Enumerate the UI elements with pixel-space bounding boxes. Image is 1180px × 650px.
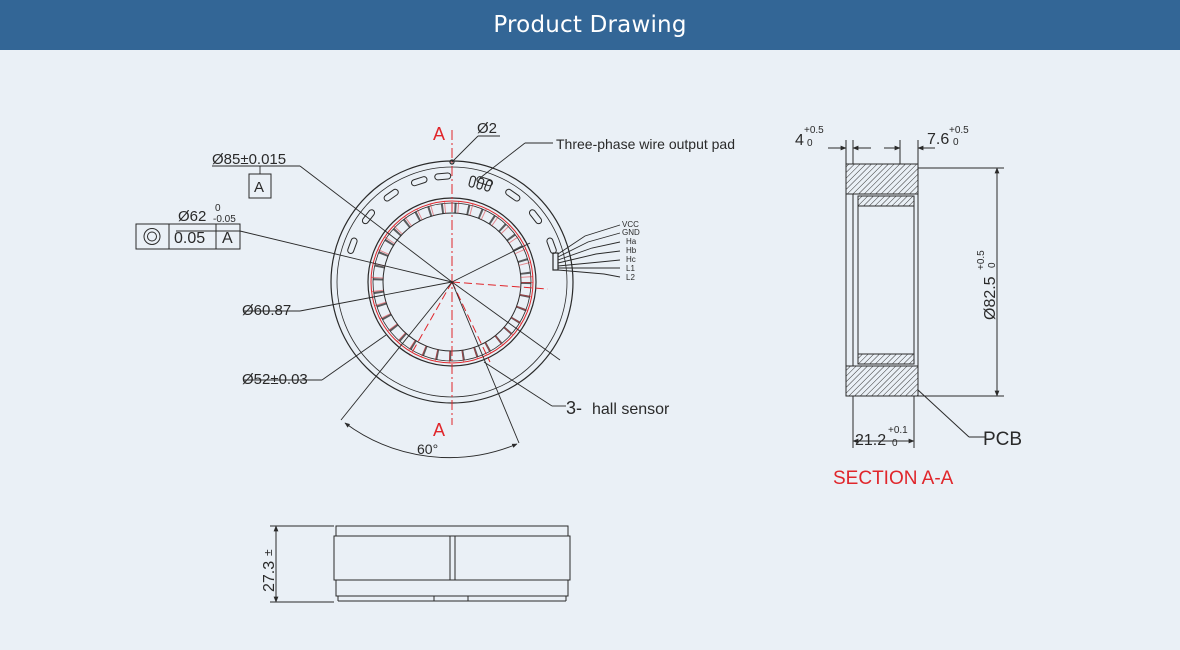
wire-pad-note: Three-phase wire output pad [556,136,735,152]
section-dia-tol-lower: 0 [987,262,998,268]
side-bottom-rim [335,579,569,597]
section-view-labels: 4 +0.5 0 7.6 +0.5 0 Ø82.5 +0.5 0 21.2 +0… [795,125,1022,489]
concentricity-icon [143,228,161,245]
ring-slot [410,176,428,187]
ring-slot [383,188,399,202]
leader-dia-6087 [299,281,453,312]
page-title: Product Drawing [493,12,687,38]
dia-52-label: Ø52±0.03 [242,371,308,388]
dim-right: 7.6 [927,131,949,148]
hall-note: hall sensor [592,401,670,418]
ring-slot [476,176,494,187]
page-header: Product Drawing [0,0,1180,50]
section-bottom-body [845,365,919,397]
wire-pads [468,175,493,192]
ring-slot [505,188,521,202]
side-main-body [333,535,571,581]
angle-label: 60° [417,441,438,457]
leader-dia-62 [239,230,453,283]
width-tol-lower: 0 [892,438,898,449]
datum-label: A [254,179,264,196]
section-title: SECTION A-A [833,468,954,489]
fcf-value: 0.05 [174,230,205,247]
red-ray-1 [451,281,549,290]
section-top-body [845,163,919,195]
section-dia-tol-upper: +0.5 [976,250,987,270]
side-height-label: 27.3 [261,561,278,592]
hole-dia-label: Ø2 [477,120,497,137]
red-teeth [371,201,533,363]
side-view-labels: 27.3 ± [261,549,278,592]
leader-dia-52 [321,334,387,381]
datum-box [248,173,272,199]
dim-left-tol-upper: +0.5 [804,125,824,136]
wire-label: L1 [626,264,635,273]
outer-dia-label: Ø85±0.015 [212,151,286,168]
feature-control-frame: 0.05 A [135,223,241,250]
wire-label: VCC [622,220,639,229]
ring-slot [361,209,376,225]
inner-dia-tol-lower: -0.05 [213,214,236,225]
wire-label: Hc [626,255,636,264]
section-dia-label: Ø82.5 [982,276,999,320]
dim-right-tol-upper: +0.5 [949,125,969,136]
dim-left: 4 [795,132,804,149]
section-mark-bottom: A [433,420,445,440]
wire-label: L2 [626,273,635,282]
ring-slot [528,209,543,225]
front-view-labels: A A Ø2 Three-phase wire output pad Ø85±0… [135,120,735,457]
leader-ring [451,242,531,283]
ring-slots [347,172,557,254]
wire-label: Ha [626,237,637,246]
inner-dia-label: Ø62 [178,208,206,225]
inner-dia-tol-upper: 0 [215,203,221,214]
section-view [828,140,1004,448]
side-height-tol: ± [261,549,275,556]
ring-slot [347,237,358,254]
wire-label: Hb [626,246,637,255]
leader-dia-85 [299,165,453,283]
section-mark-top: A [433,124,445,144]
dim-right-tol-lower: 0 [953,137,959,148]
hole-dia-2 [449,159,455,165]
angle-arc [344,422,518,458]
wire-harness [552,224,621,278]
fcf-datum: A [222,230,233,247]
dim-left-tol-lower: 0 [807,138,813,149]
ring-slot [434,172,452,181]
wire-label: GND [622,228,640,237]
drawing-svg: A A Ø2 Three-phase wire output pad Ø85±0… [135,120,1022,603]
pcb-label: PCB [983,429,1022,450]
red-ray-2 [451,281,491,363]
red-ray-3 [409,281,453,357]
drawing-canvas: A A Ø2 Three-phase wire output pad Ø85±0… [0,50,1180,645]
ring-slot [546,237,557,254]
hall-count: 3- [566,398,582,418]
side-view [270,525,571,603]
width-label: 21.2 [855,432,886,449]
width-tol-upper: +0.1 [888,425,908,436]
front-view [176,130,621,458]
dia-6087-label: Ø60.87 [242,302,291,319]
side-top-rim [335,525,569,537]
leader-right [451,281,561,361]
